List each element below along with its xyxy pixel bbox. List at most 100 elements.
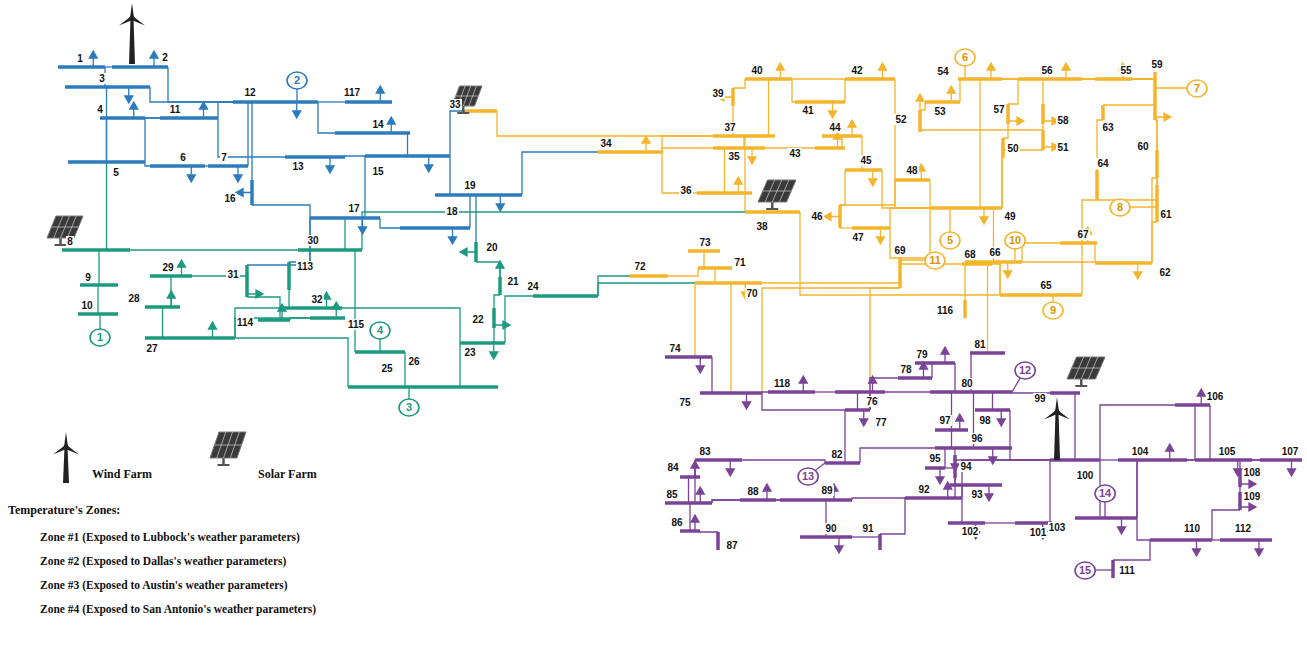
- load-arrow: [209, 322, 217, 338]
- bus-number: 54: [936, 66, 949, 77]
- bus-bar: [935, 446, 1012, 450]
- bus-bar: [825, 461, 860, 465]
- load-arrow: [941, 347, 949, 363]
- load-arrow: [980, 208, 988, 224]
- bus-bar: [1153, 72, 1157, 120]
- branch-line: [880, 498, 905, 534]
- branch-line: [700, 531, 718, 532]
- branch-line: [494, 295, 500, 308]
- branch-line: [235, 338, 348, 387]
- bus-number: 18: [445, 206, 458, 217]
- branch-line: [920, 129, 1043, 130]
- branch-line: [497, 111, 713, 136]
- bus-bar: [465, 109, 497, 113]
- load-arrow: [460, 248, 476, 256]
- load-arrow: [425, 156, 433, 172]
- load-arrow: [879, 63, 887, 79]
- bus-bar: [1050, 391, 1080, 395]
- load-arrow: [89, 51, 97, 67]
- bus-number: 72: [633, 261, 646, 272]
- bus-number: 51: [1056, 142, 1069, 153]
- bus-bar: [1238, 492, 1242, 510]
- bus-bar: [845, 408, 870, 412]
- bus-number: 39: [711, 88, 724, 99]
- circle-shape: [940, 232, 960, 249]
- solar-grid: [763, 191, 792, 192]
- branch-line: [1132, 78, 1155, 79]
- bus-bar: [838, 205, 842, 228]
- load-arrow: [726, 460, 734, 476]
- bus-number: 66: [988, 247, 1001, 258]
- branch-line: [1152, 222, 1157, 263]
- bus-number: 53: [933, 106, 946, 117]
- bus-number: 40: [750, 65, 763, 76]
- load-arrow: [359, 218, 367, 234]
- branch-line: [162, 307, 163, 338]
- zone-number: 14: [1094, 484, 1116, 503]
- bus-bar: [68, 160, 145, 164]
- branch-line: [364, 156, 365, 218]
- bus-bar: [665, 501, 712, 505]
- branch-line: [1002, 150, 1043, 208]
- zone-circle: 15: [1074, 561, 1096, 580]
- zone-number: 7: [1186, 79, 1208, 98]
- zone-circle: 10: [1004, 231, 1026, 250]
- bus-number: 82: [830, 449, 843, 460]
- bus-bar: [250, 180, 254, 205]
- bus-bar: [78, 312, 118, 316]
- bus-bar: [498, 277, 502, 295]
- branch-line: [1022, 243, 1060, 262]
- branch-line: [929, 180, 930, 208]
- bus-bar: [150, 274, 192, 278]
- bus-number: 13: [291, 161, 304, 172]
- load-arrow: [748, 148, 756, 164]
- branch-line: [1002, 78, 1155, 79]
- bus-bar: [435, 193, 522, 197]
- bus-bar: [298, 248, 362, 252]
- zone-number: 13: [797, 467, 819, 486]
- branch-line: [1082, 78, 1155, 79]
- load-arrow: [178, 260, 186, 276]
- branch-line: [1008, 79, 1018, 104]
- bus-number: 9: [84, 272, 92, 283]
- bus-number: 74: [668, 343, 681, 354]
- branch-line: [1152, 178, 1157, 263]
- bus-bar: [100, 116, 145, 120]
- bus-bar: [1101, 105, 1105, 120]
- branch-line: [733, 79, 745, 88]
- bus-bar: [962, 262, 992, 266]
- bus-bar: [492, 308, 496, 328]
- bus-number: 85: [665, 489, 678, 500]
- bus-bar: [768, 390, 815, 394]
- branch-line: [662, 136, 713, 152]
- turbine-hub: [1055, 410, 1060, 415]
- load-arrow: [236, 189, 252, 197]
- zone-circle: 14: [1094, 484, 1116, 503]
- load-arrow: [1255, 540, 1263, 556]
- zone-number: 15: [1074, 561, 1096, 580]
- branch-line: [852, 498, 905, 500]
- circle-shape: [1075, 562, 1095, 579]
- bus-number: 93: [970, 489, 983, 500]
- bus-number: 83: [698, 446, 711, 457]
- bus-bar: [287, 262, 291, 290]
- bus-bar: [688, 249, 720, 253]
- branch-line: [840, 180, 895, 205]
- bus-number: 71: [733, 257, 746, 268]
- bus-number: 25: [380, 363, 393, 374]
- bus-number: 108: [1243, 467, 1262, 478]
- load-arrow: [956, 414, 964, 430]
- circle-shape: [955, 49, 975, 66]
- bus-number: 20: [485, 242, 498, 253]
- bus-number: 80: [960, 378, 973, 389]
- load-arrow: [691, 461, 699, 477]
- bus-bar: [58, 65, 105, 69]
- bus-bar: [930, 390, 1012, 394]
- branch-line: [985, 522, 1015, 523]
- branch-line: [130, 249, 298, 250]
- load-arrow: [642, 136, 650, 152]
- bus-bar: [695, 458, 742, 462]
- branch-line: [762, 393, 845, 410]
- turbine-tower: [1054, 412, 1060, 460]
- branch-line: [1010, 410, 1050, 460]
